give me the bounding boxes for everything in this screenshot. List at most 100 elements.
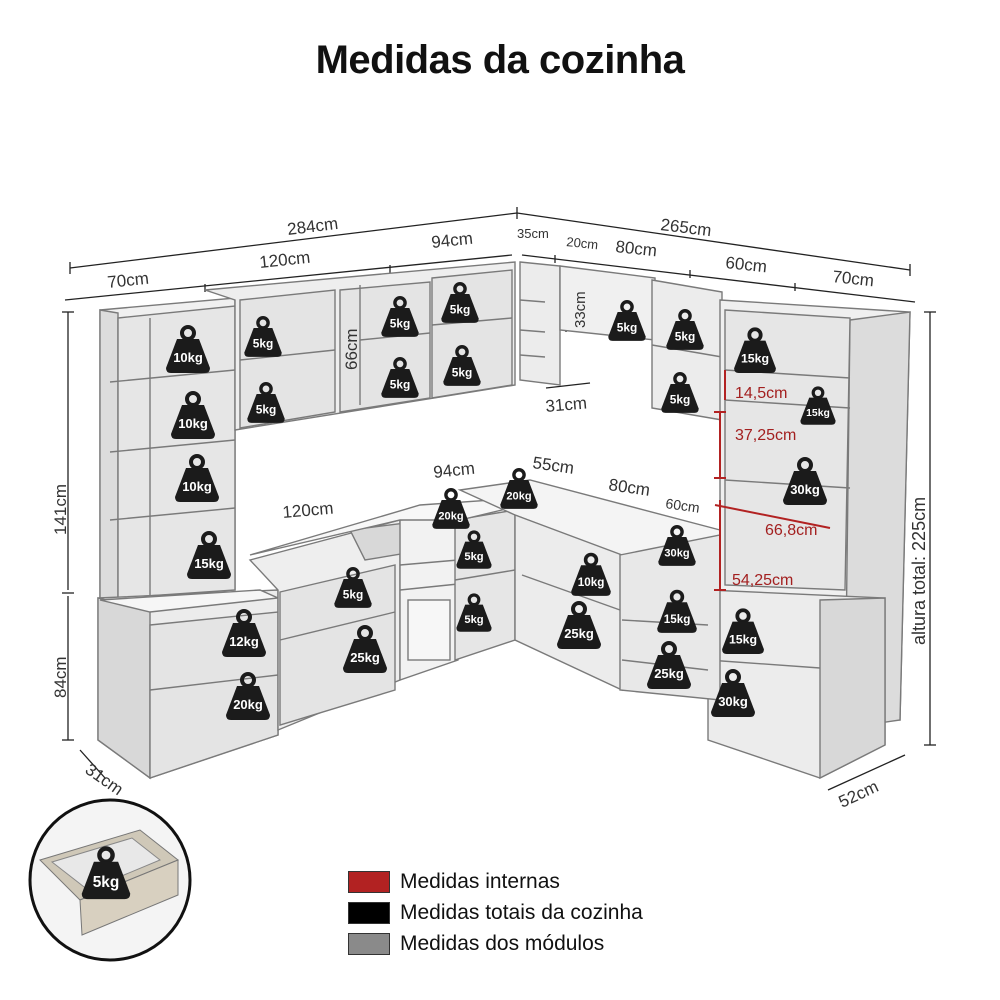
page-title: Medidas da cozinha bbox=[315, 38, 685, 82]
dim-module-20: 20cm bbox=[566, 234, 599, 252]
weight-label: 5kg bbox=[253, 337, 274, 351]
weight-label: 25kg bbox=[654, 666, 684, 681]
weight-label: 30kg bbox=[664, 548, 689, 560]
dim-module-120-top: 120cm bbox=[258, 248, 311, 272]
kettlebell-weight-icon: 15kg bbox=[187, 531, 231, 579]
dim-depth-upper: 31cm bbox=[545, 393, 588, 416]
weight-label: 5kg bbox=[343, 588, 364, 602]
dim-module-70-left: 70cm bbox=[106, 269, 149, 292]
kettlebell-weight-icon: 5kg bbox=[608, 300, 646, 341]
internal-dim-4: 54,25cm bbox=[732, 572, 793, 589]
legend-label-total: Medidas totais da cozinha bbox=[400, 900, 643, 924]
legend-label-module: Medidas dos módulos bbox=[400, 931, 605, 955]
legend-swatch-total bbox=[348, 901, 390, 924]
dim-height-tower-left: 141cm bbox=[51, 484, 70, 535]
kettlebell-weight-icon: 10kg bbox=[571, 552, 611, 596]
dim-total-right: 265cm bbox=[660, 215, 713, 240]
weight-label: 10kg bbox=[178, 416, 208, 431]
kettlebell-weight-icon: 30kg bbox=[658, 525, 696, 566]
weight-label: 20kg bbox=[438, 511, 463, 523]
dim-base-60: 60cm bbox=[665, 495, 701, 516]
kettlebell-weight-icon: 5kg bbox=[661, 372, 699, 413]
weight-label: 5kg bbox=[390, 317, 411, 331]
legend-item-internal: Medidas internas bbox=[348, 866, 643, 897]
dim-base-55: 55cm bbox=[531, 453, 575, 478]
weight-label: 5kg bbox=[450, 303, 471, 317]
kettlebell-weight-icon: 5kg bbox=[441, 282, 479, 323]
left-tower bbox=[97, 297, 281, 780]
weight-label: 15kg bbox=[194, 556, 224, 571]
weight-label: 5kg bbox=[675, 330, 696, 344]
inset-weight-icon: 5kg bbox=[81, 846, 131, 900]
legend: Medidas internas Medidas totais da cozin… bbox=[348, 866, 643, 959]
weight-label: 20kg bbox=[233, 697, 263, 712]
weight-label: 30kg bbox=[718, 694, 748, 709]
weight-label: 15kg bbox=[741, 352, 769, 366]
kettlebell-weight-icon: 25kg bbox=[343, 625, 387, 673]
dim-base-80: 80cm bbox=[607, 475, 651, 500]
weight-label: 25kg bbox=[350, 650, 380, 665]
legend-item-total: Medidas totais da cozinha bbox=[348, 897, 643, 928]
dim-module-70-right: 70cm bbox=[832, 267, 875, 290]
legend-label-internal: Medidas internas bbox=[400, 869, 560, 893]
weight-label: 5kg bbox=[464, 551, 483, 563]
kettlebell-weight-icon: 15kg bbox=[734, 327, 776, 373]
weight-label: 15kg bbox=[664, 613, 691, 626]
kettlebell-weight-icon: 20kg bbox=[500, 468, 538, 509]
dim-base-120: 120cm bbox=[282, 499, 334, 522]
weight-label: 12kg bbox=[229, 634, 259, 649]
dim-module-80-top: 80cm bbox=[615, 237, 658, 260]
kettlebell-weight-icon: 5kg bbox=[381, 296, 419, 337]
kettlebell-weight-icon: 20kg bbox=[226, 672, 270, 720]
kettlebell-weight-icon: 15kg bbox=[800, 386, 836, 425]
weight-label: 5kg bbox=[670, 393, 691, 407]
kettlebell-weight-icon: 10kg bbox=[175, 454, 219, 502]
weight-label: 5kg bbox=[452, 366, 473, 380]
kettlebell-weight-icon: 20kg bbox=[432, 488, 470, 529]
kettlebell-weight-icon: 12kg bbox=[222, 609, 266, 657]
dim-depth-left: 31cm bbox=[82, 760, 127, 799]
weight-label: 5kg bbox=[93, 874, 120, 891]
weight-label: 10kg bbox=[173, 350, 203, 365]
internal-dim-3: 66,8cm bbox=[765, 522, 817, 539]
weight-label: 5kg bbox=[390, 378, 411, 392]
dim-module-94-top: 94cm bbox=[430, 229, 473, 252]
legend-item-module: Medidas dos módulos bbox=[348, 928, 643, 959]
dim-total-height: altura total: 225cm bbox=[909, 497, 929, 645]
kettlebell-weight-icon: 5kg bbox=[244, 316, 282, 357]
kettlebell-weight-icon: 5kg bbox=[247, 382, 285, 423]
internal-dim-2: 37,25cm bbox=[735, 427, 796, 444]
dim-module-60-top: 60cm bbox=[725, 253, 768, 276]
weight-label: 10kg bbox=[182, 479, 212, 494]
kettlebell-weight-icon: 30kg bbox=[711, 669, 755, 717]
internal-dim-1: 14,5cm bbox=[735, 385, 787, 402]
weight-label: 15kg bbox=[806, 408, 830, 419]
weight-label: 25kg bbox=[564, 626, 594, 641]
internal-dimension-lines bbox=[714, 370, 831, 591]
right-tower bbox=[707, 299, 911, 780]
weight-label: 15kg bbox=[729, 633, 757, 647]
kettlebell-weight-icon: 25kg bbox=[557, 601, 601, 649]
base-cabinets-left bbox=[248, 494, 566, 732]
kettlebell-weight-icon: 5kg bbox=[81, 846, 131, 900]
dim-height-niche: 33cm bbox=[572, 291, 589, 328]
weight-label: 5kg bbox=[464, 614, 483, 626]
dim-base-94: 94cm bbox=[432, 459, 475, 482]
kettlebell-weight-icon: 5kg bbox=[443, 345, 481, 386]
kettlebell-weight-icon: 15kg bbox=[722, 608, 764, 654]
kettlebell-weight-icon: 30kg bbox=[783, 457, 827, 505]
dim-height-base: 84cm bbox=[51, 656, 70, 698]
legend-swatch-internal bbox=[348, 870, 390, 893]
weight-label: 5kg bbox=[256, 403, 277, 417]
kettlebell-weight-icon: 5kg bbox=[381, 357, 419, 398]
kettlebell-weight-icon: 5kg bbox=[334, 567, 372, 608]
kettlebell-weight-icon: 5kg bbox=[666, 309, 704, 350]
dim-module-35: 35cm bbox=[517, 226, 549, 241]
weight-label: 5kg bbox=[617, 321, 638, 335]
kettlebell-weight-icon: 25kg bbox=[647, 641, 691, 689]
dim-depth-right: 52cm bbox=[836, 777, 882, 812]
weight-icons: 10kg 10kg 10kg 15kg 12kg 20kg 5kg 5kg 5kg 5kg 5kg 5… bbox=[166, 282, 836, 720]
kettlebell-weight-icon: 15kg bbox=[657, 589, 697, 633]
weight-label: 30kg bbox=[790, 482, 820, 497]
